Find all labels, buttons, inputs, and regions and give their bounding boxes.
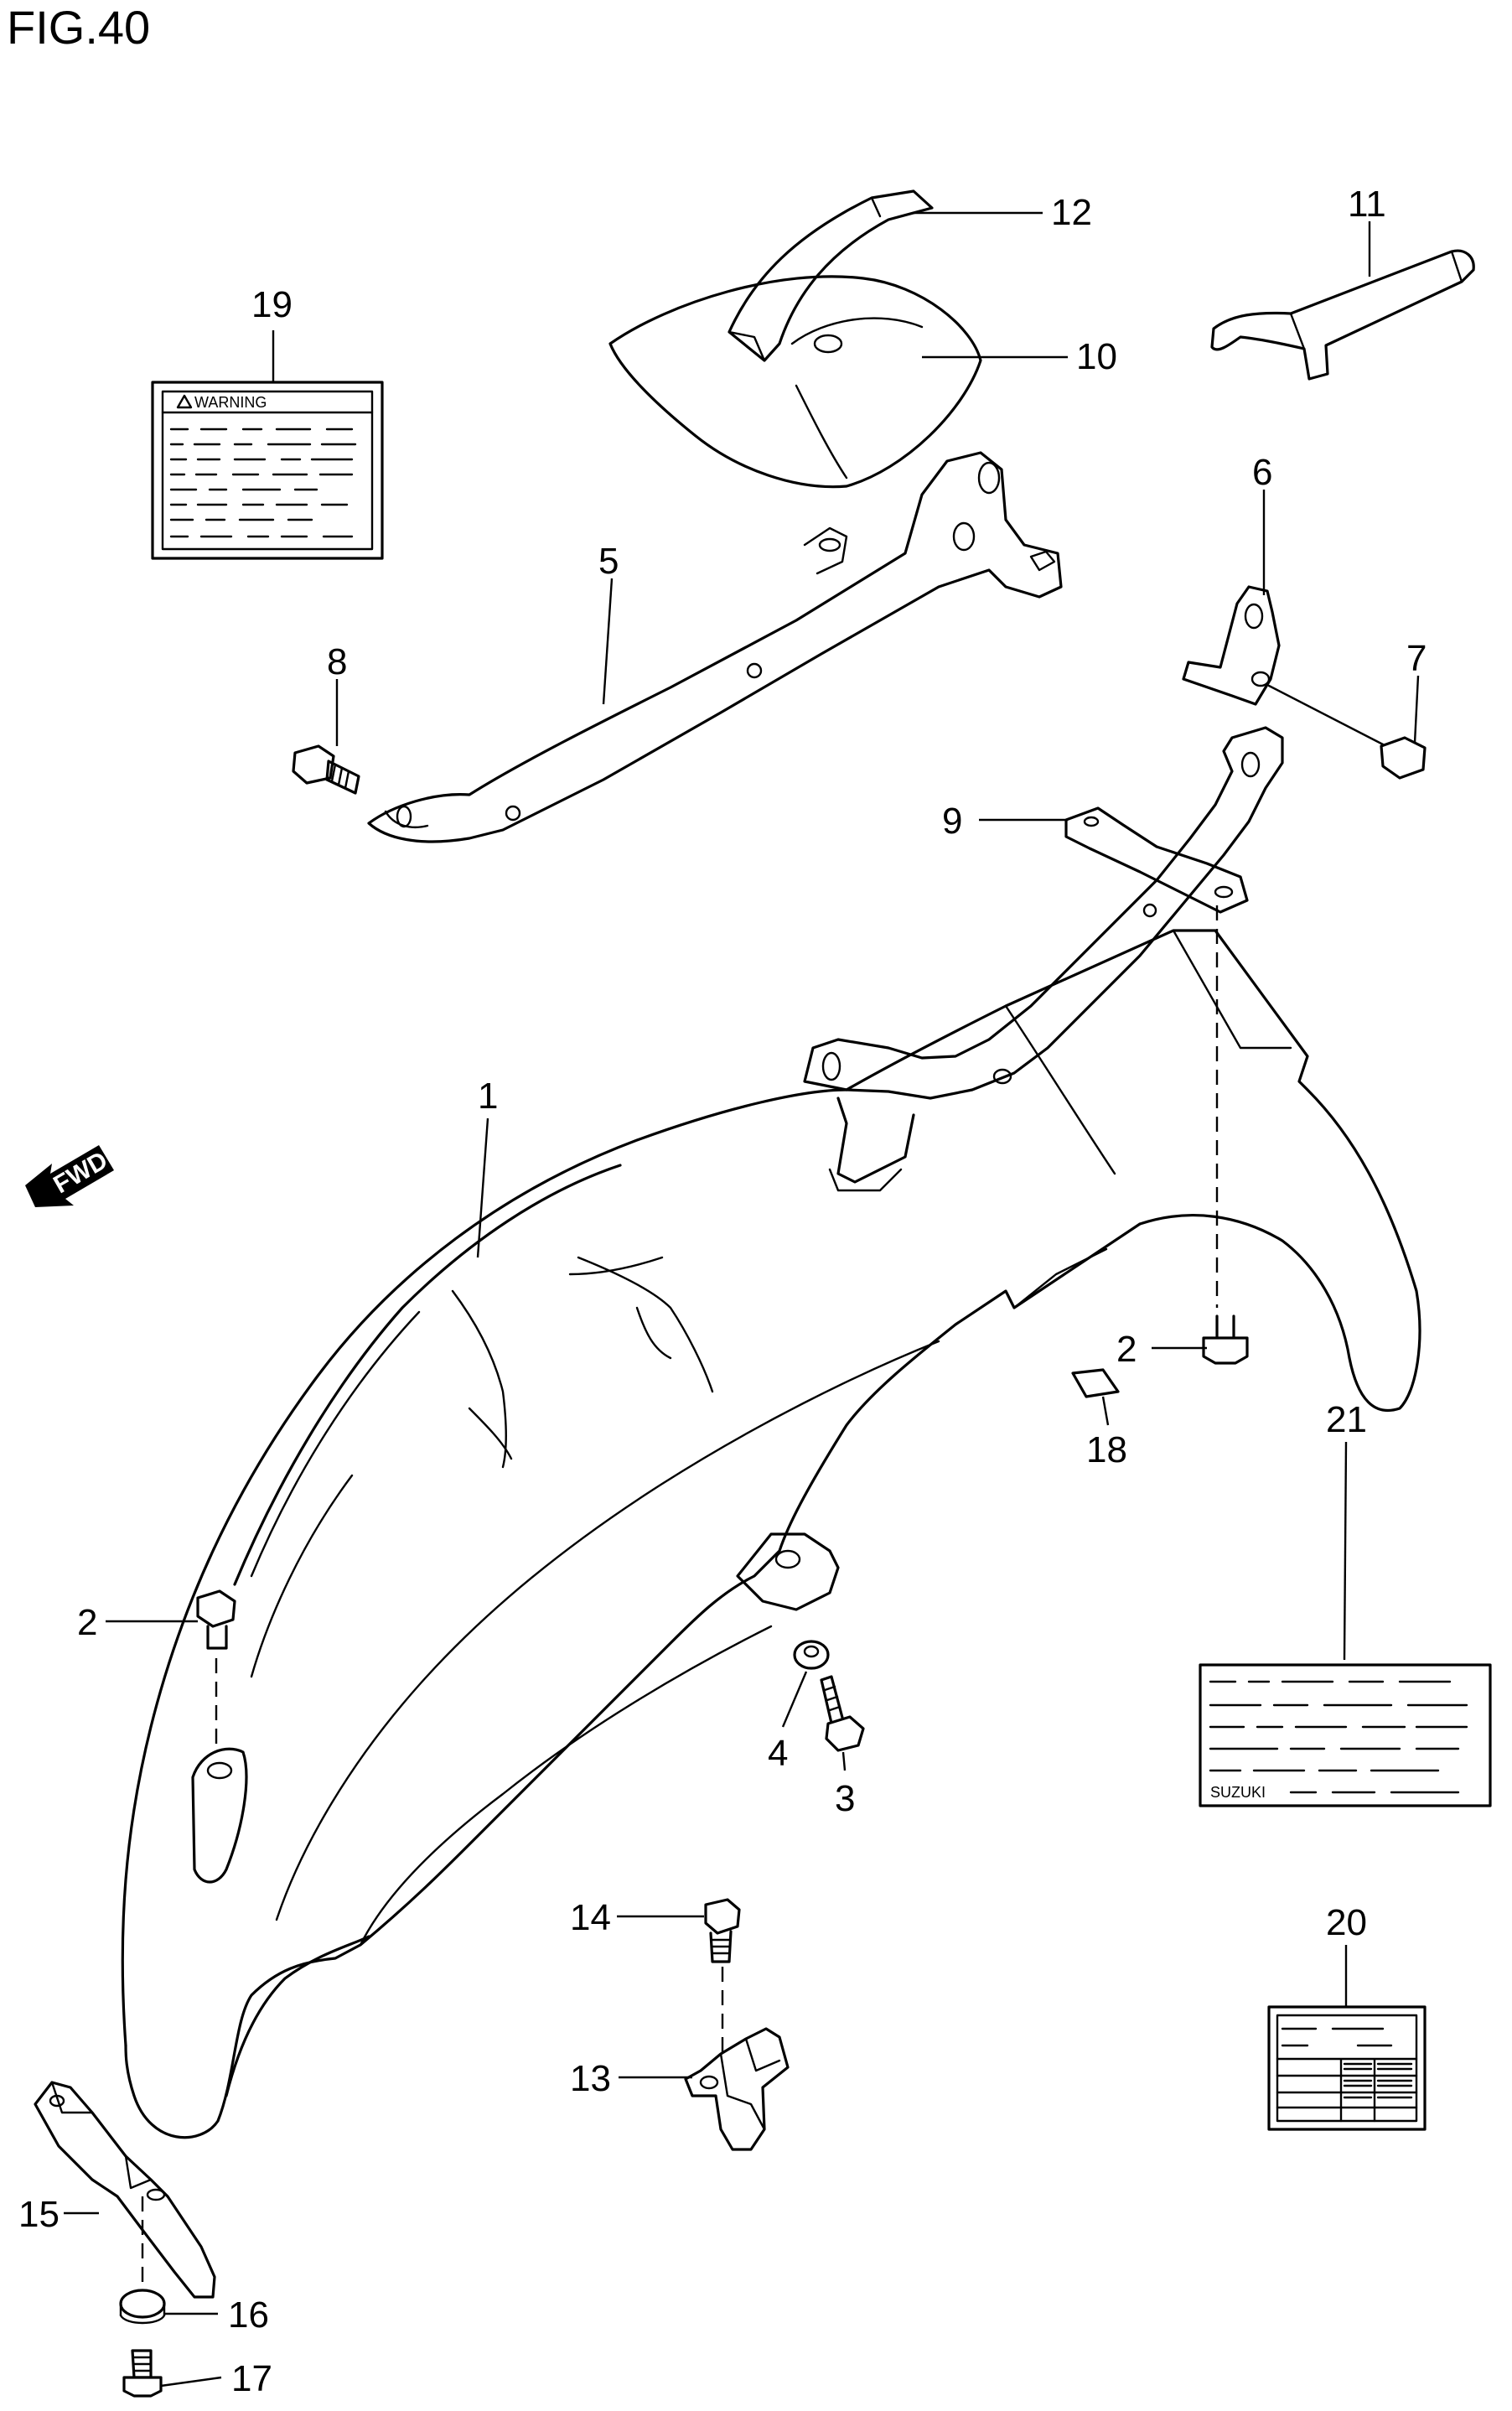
frame-rail-part — [367, 451, 1063, 843]
label-21-brand: SUZUKI — [1210, 1784, 1266, 1801]
callout-17: 17 — [231, 2358, 272, 2399]
bracket-9-part — [1064, 806, 1249, 914]
bracket-6-part — [1182, 585, 1281, 706]
callout-7: 7 — [1406, 638, 1427, 679]
callout-20: 20 — [1326, 1902, 1367, 1943]
callout-numbers: 1 2 2 3 4 5 6 7 8 9 10 11 12 13 14 15 16… — [18, 184, 1427, 2399]
callout-15: 15 — [18, 2194, 60, 2235]
warning-label-part: WARNING — [151, 381, 384, 560]
callout-9: 9 — [942, 801, 962, 842]
callout-19: 19 — [251, 284, 293, 325]
leader-lines — [64, 211, 1420, 2388]
rear-fender-part — [121, 929, 1421, 2139]
bolt-7-part — [1267, 684, 1427, 780]
forward-direction-label: FWD — [49, 1147, 112, 1200]
callout-16: 16 — [228, 2294, 269, 2336]
callout-11: 11 — [1348, 184, 1386, 225]
assembly-lines — [141, 905, 1219, 2289]
callout-18: 18 — [1086, 1429, 1127, 1470]
callout-5: 5 — [598, 541, 619, 582]
bolt-2-upper-part — [1202, 1314, 1249, 1365]
pad-18-part — [1071, 1368, 1120, 1398]
bolt-14-part — [704, 1898, 741, 1963]
bolt-8-part — [292, 744, 360, 795]
callout-3: 3 — [835, 1778, 855, 1819]
callout-12: 12 — [1051, 192, 1092, 233]
screw-17-part — [122, 2349, 163, 2398]
bolt-3-part — [820, 1675, 865, 1752]
callout-4: 4 — [768, 1733, 788, 1774]
callout-14: 14 — [570, 1897, 611, 1938]
washer-4-part — [793, 1640, 830, 1670]
callout-2-left: 2 — [77, 1602, 97, 1643]
callout-8: 8 — [327, 641, 347, 682]
grip-part — [1210, 249, 1475, 381]
callout-6: 6 — [1252, 452, 1272, 493]
callout-1: 1 — [478, 1076, 498, 1117]
seat-strap-part — [728, 189, 934, 362]
label-20-part — [1267, 2005, 1427, 2131]
seat-pad-part — [608, 275, 982, 489]
label-21-part: SUZUKI — [1199, 1663, 1492, 1807]
callout-10: 10 — [1076, 336, 1117, 377]
bracket-15-part — [34, 2081, 216, 2299]
nut-16-part — [119, 2289, 166, 2325]
warning-label-heading: WARNING — [194, 394, 267, 411]
callout-13: 13 — [570, 2058, 611, 2099]
figure-title: FIG.40 — [7, 1, 150, 54]
bolt-2-lower-part — [196, 1589, 236, 1650]
callout-2-right: 2 — [1116, 1329, 1137, 1370]
clamp-13-part — [684, 2027, 790, 2151]
forward-direction-arrow: FWD — [25, 1145, 114, 1207]
rear-frame-right-part — [803, 726, 1284, 1100]
callout-21: 21 — [1326, 1399, 1367, 1440]
